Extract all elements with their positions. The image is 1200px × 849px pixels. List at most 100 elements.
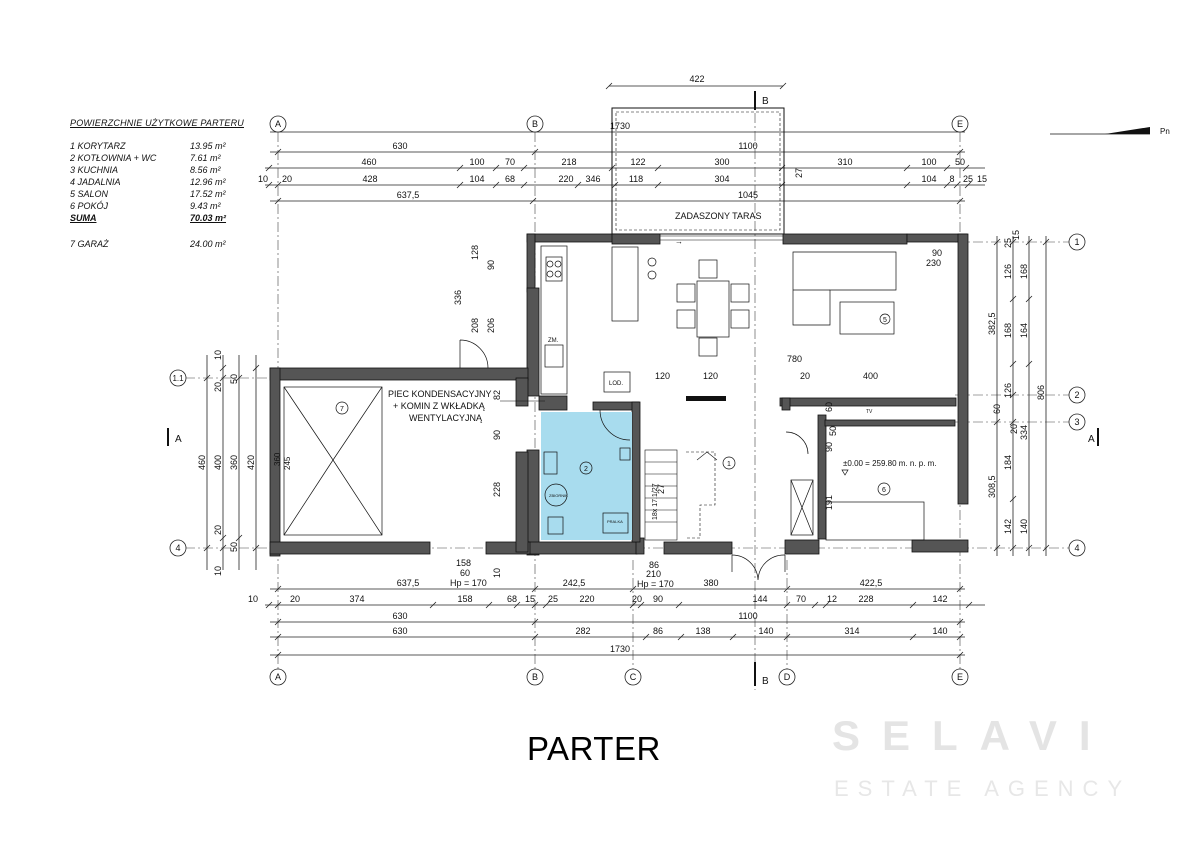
svg-text:1045: 1045 <box>738 190 758 200</box>
svg-text:10: 10 <box>258 174 268 184</box>
boiler-room-fixtures <box>543 447 631 535</box>
svg-text:120: 120 <box>703 371 718 381</box>
svg-text:104: 104 <box>469 174 484 184</box>
svg-text:158: 158 <box>457 594 472 604</box>
svg-text:420: 420 <box>246 455 256 470</box>
axis-label-2-right: 2 <box>1074 390 1079 400</box>
svg-text:374: 374 <box>349 594 364 604</box>
svg-text:806: 806 <box>1036 385 1046 400</box>
svg-text:20: 20 <box>213 525 223 535</box>
water-heater-label: ZBIORNIK <box>549 493 568 498</box>
svg-text:380: 380 <box>703 578 718 588</box>
svg-text:104: 104 <box>921 174 936 184</box>
axis-labels: A B E A B C D E 1.1 4 1 2 3 4 <box>172 119 1079 682</box>
inner-dimension-texts: 336 128 90 208 206 82 90 228 780 120 120… <box>450 245 942 589</box>
svg-text:68: 68 <box>505 174 515 184</box>
svg-text:422: 422 <box>689 74 704 84</box>
svg-text:126: 126 <box>1003 264 1013 279</box>
fridge-label: LOD. <box>609 381 623 387</box>
room-number-badge <box>877 482 891 496</box>
svg-text:140: 140 <box>758 626 773 636</box>
svg-text:120: 120 <box>655 371 670 381</box>
svg-text:220: 220 <box>558 174 573 184</box>
svg-text:50: 50 <box>828 426 838 436</box>
svg-text:422,5: 422,5 <box>860 578 883 588</box>
svg-text:50: 50 <box>229 542 239 552</box>
svg-text:20: 20 <box>282 174 292 184</box>
axis-label-1-right: 1 <box>1074 237 1079 247</box>
dimension-texts-top: 422 1730 630 1100 460 100 70 218 122 300… <box>258 74 987 200</box>
dimension-lines-right <box>996 236 1047 556</box>
tv-label: TV <box>866 409 873 415</box>
dimension-texts-right: 806 382,5 334 308,5 25 15 126 168 168 16… <box>987 230 1046 534</box>
kitchen <box>540 245 657 395</box>
dimension-ticks-top <box>265 82 972 205</box>
dining-table <box>676 259 750 357</box>
stairs <box>644 449 718 541</box>
svg-text:25: 25 <box>963 174 973 184</box>
svg-text:400: 400 <box>213 455 223 470</box>
svg-text:282: 282 <box>575 626 590 636</box>
svg-text:220: 220 <box>579 594 594 604</box>
area-legend: POWIERZCHNIE UŻYTKOWE PARTERU 1 KORYTARZ… <box>70 118 250 250</box>
svg-text:208: 208 <box>470 318 480 333</box>
svg-text:122: 122 <box>630 157 645 167</box>
doors <box>459 339 786 581</box>
svg-text:400: 400 <box>863 371 878 381</box>
svg-text:228: 228 <box>492 482 502 497</box>
svg-text:460: 460 <box>197 455 207 470</box>
north-arrow-icon <box>1050 127 1150 135</box>
svg-text:360: 360 <box>229 455 239 470</box>
svg-text:10: 10 <box>492 568 502 578</box>
svg-text:90: 90 <box>824 442 834 452</box>
svg-text:10: 10 <box>248 594 258 604</box>
washer-label: PRALKA <box>607 519 623 524</box>
dimension-texts-left: 460 400 420 10 20 50 360 20 50 10 <box>197 350 256 576</box>
svg-text:310: 310 <box>837 157 852 167</box>
svg-text:70: 70 <box>505 157 515 167</box>
svg-text:15: 15 <box>1011 230 1021 240</box>
axis-label-e-bottom: E <box>957 672 963 682</box>
svg-text:25: 25 <box>548 594 558 604</box>
svg-text:142: 142 <box>1003 519 1013 534</box>
svg-text:158: 158 <box>456 558 471 568</box>
svg-text:382,5: 382,5 <box>987 312 997 335</box>
svg-text:20: 20 <box>213 382 223 392</box>
axis-label-b-bottom: B <box>532 672 538 682</box>
axis-label-1-1: 1.1 <box>172 374 184 383</box>
legend-title: POWIERZCHNIE UŻYTKOWE PARTERU <box>70 118 244 128</box>
svg-text:138: 138 <box>695 626 710 636</box>
svg-text:210: 210 <box>646 569 661 579</box>
svg-text:314: 314 <box>844 626 859 636</box>
svg-text:8: 8 <box>949 174 954 184</box>
svg-text:90: 90 <box>653 594 663 604</box>
svg-text:90: 90 <box>486 260 496 270</box>
room-6-furniture <box>785 431 925 541</box>
svg-text:PIEC KONDENSACYJNY: PIEC KONDENSACYJNY <box>388 389 492 399</box>
svg-text:68: 68 <box>507 594 517 604</box>
svg-text:B: B <box>762 676 769 687</box>
room-number-6: 6 <box>882 487 886 494</box>
terrace-window <box>660 235 783 241</box>
svg-text:428: 428 <box>362 174 377 184</box>
svg-text:637,5: 637,5 <box>397 578 420 588</box>
section-markers <box>167 91 1099 686</box>
svg-text:B: B <box>762 96 769 107</box>
svg-text:25: 25 <box>1003 238 1013 248</box>
dimension-ticks-bottom <box>265 585 973 659</box>
section-labels: B B A A <box>175 96 1095 687</box>
axis-label-d-bottom: D <box>784 672 791 682</box>
living-room-furniture <box>792 251 897 335</box>
svg-text:630: 630 <box>392 626 407 636</box>
svg-text:230: 230 <box>926 258 941 268</box>
svg-text:Hp = 170: Hp = 170 <box>637 579 674 589</box>
svg-text:142: 142 <box>932 594 947 604</box>
svg-text:A: A <box>1088 434 1095 445</box>
